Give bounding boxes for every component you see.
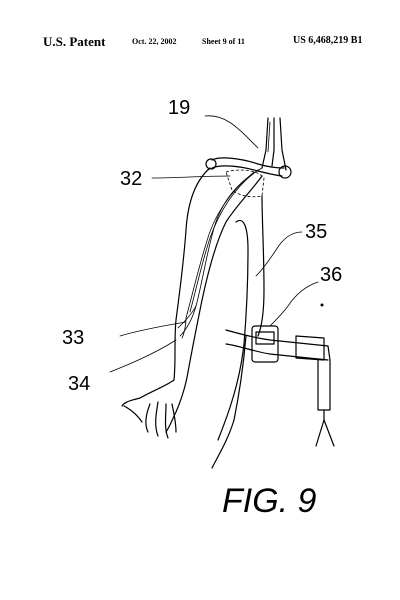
neck-lines xyxy=(261,117,287,171)
ref-36: 36 xyxy=(320,264,342,286)
clavicle-bone xyxy=(205,157,292,179)
arm-outline xyxy=(139,167,263,399)
ref-33: 33 xyxy=(62,327,84,349)
hand-drawing xyxy=(121,371,189,439)
figure-caption: FIG. 9 xyxy=(222,482,317,520)
vessels xyxy=(177,167,263,339)
ref-19: 19 xyxy=(168,97,190,119)
ref-34: 34 xyxy=(68,373,90,395)
monitoring-device xyxy=(251,325,279,363)
leader-lines xyxy=(109,115,319,373)
header-patent-number: US 6,468,219 B1 xyxy=(293,35,363,46)
header-patent-label: U.S. Patent xyxy=(43,34,106,49)
belt xyxy=(225,329,331,361)
header-sheet: Sheet 9 of 11 xyxy=(202,37,245,46)
ref-32: 32 xyxy=(120,168,142,190)
header-date: Oct. 22, 2002 xyxy=(132,37,177,46)
leg-lines xyxy=(315,303,335,447)
patent-header: U.S. Patent Oct. 22, 2002 Sheet 9 of 11 … xyxy=(0,34,400,54)
ref-35: 35 xyxy=(305,221,327,243)
torso-outline xyxy=(211,195,265,469)
